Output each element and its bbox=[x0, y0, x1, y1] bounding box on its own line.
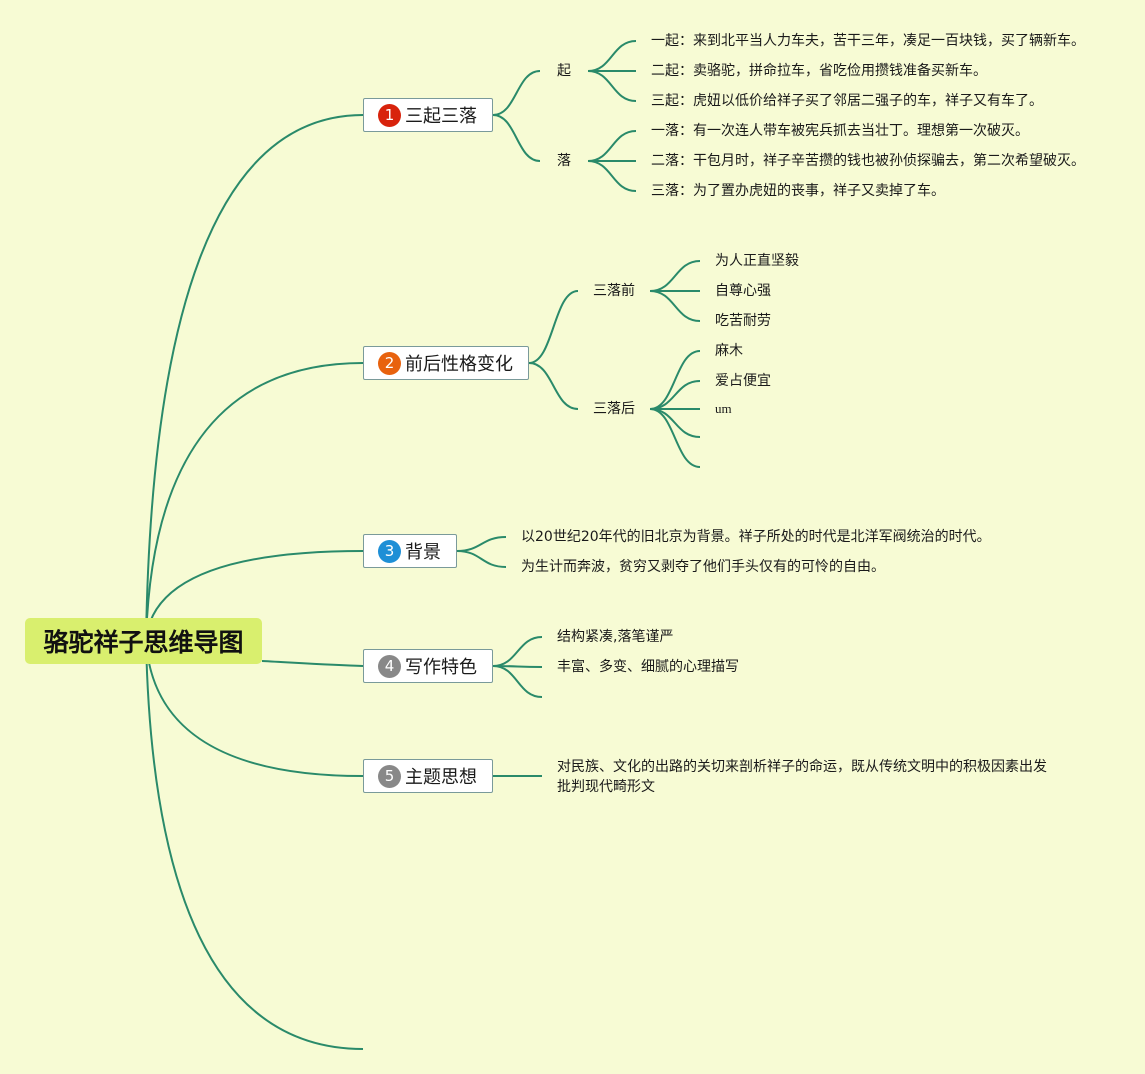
leaf-before-1[interactable]: 为人正直坚毅 bbox=[715, 253, 799, 269]
leaf-connector bbox=[649, 290, 701, 322]
topic-character-change[interactable]: 2 前后性格变化 bbox=[363, 346, 529, 380]
leaf-rise-1[interactable]: 一起：来到北平当人力车夫，苦干三年，凑足一百块钱，买了辆新车。 bbox=[651, 33, 1085, 49]
root-topic[interactable]: 骆驼祥子思维导图 bbox=[25, 618, 262, 664]
leaf-background-2[interactable]: 为生计而奔波，贫穷又剥夺了他们手头仅有的可怜的自由。 bbox=[521, 559, 885, 575]
leaf-connector bbox=[456, 536, 507, 552]
leaf-connector bbox=[492, 636, 543, 667]
leaf-writing-1[interactable]: 结构紧凑,落笔谨严 bbox=[557, 629, 674, 645]
topic-theme[interactable]: 5 主题思想 bbox=[363, 759, 493, 793]
leaf-connector bbox=[456, 550, 507, 568]
leaf-rise-2[interactable]: 二起：卖骆驼，拼命拉车，省吃俭用攒钱准备买新车。 bbox=[651, 63, 987, 79]
leaf-connector bbox=[649, 350, 701, 410]
leaf-after-2[interactable]: 爱占便宜 bbox=[715, 373, 771, 389]
leaf-connector bbox=[492, 665, 543, 698]
leaf-after-1[interactable]: 麻木 bbox=[715, 343, 743, 359]
leaf-before-2[interactable]: 自尊心强 bbox=[715, 283, 771, 299]
topic-label: 写作特色 bbox=[405, 657, 477, 678]
topic-label: 背景 bbox=[405, 542, 441, 563]
number-badge-icon: 4 bbox=[378, 654, 401, 678]
root-connector bbox=[145, 362, 364, 641]
branch-connector bbox=[492, 70, 541, 116]
subtopic-before[interactable]: 三落前 bbox=[593, 283, 635, 299]
leaf-after-3[interactable]: um bbox=[715, 401, 732, 416]
leaf-connector bbox=[587, 40, 637, 72]
root-connector bbox=[145, 639, 364, 777]
leaf-connector bbox=[649, 408, 701, 438]
branch-connector bbox=[528, 290, 579, 364]
topic-writing-features[interactable]: 4 写作特色 bbox=[363, 649, 493, 683]
leaf-connector bbox=[649, 260, 701, 292]
root-title: 骆驼祥子思维导图 bbox=[43, 628, 244, 657]
root-connector bbox=[145, 114, 364, 641]
subtopic-rise[interactable]: 起 bbox=[557, 63, 571, 79]
number-badge-icon: 2 bbox=[378, 351, 401, 375]
number-badge-icon: 5 bbox=[378, 764, 401, 788]
subtopic-after[interactable]: 三落后 bbox=[593, 401, 635, 417]
number-badge-icon: 1 bbox=[378, 103, 401, 127]
leaf-writing-2[interactable]: 丰富、多变、细腻的心理描写 bbox=[557, 659, 739, 675]
branch-connector bbox=[492, 114, 541, 162]
topic-label: 前后性格变化 bbox=[405, 354, 513, 375]
leaf-fall-3[interactable]: 三落：为了置办虎妞的丧事，祥子又卖掉了车。 bbox=[651, 183, 945, 199]
leaf-rise-3[interactable]: 三起：虎妞以低价给祥子买了邻居二强子的车，祥子又有车了。 bbox=[651, 93, 1043, 109]
topic-background[interactable]: 3 背景 bbox=[363, 534, 457, 568]
leaf-fall-1[interactable]: 一落：有一次连人带车被宪兵抓去当壮丁。理想第一次破灭。 bbox=[651, 123, 1029, 139]
leaf-connector bbox=[587, 160, 637, 192]
leaf-before-3[interactable]: 吃苦耐劳 bbox=[715, 313, 771, 329]
leaf-fall-2[interactable]: 二落：干包月时，祥子辛苦攒的钱也被孙侦探骗去，第二次希望破灭。 bbox=[651, 153, 1085, 169]
branch-connector bbox=[528, 362, 579, 410]
root-connector bbox=[261, 660, 364, 667]
leaf-connector bbox=[649, 380, 701, 410]
leaf-connector bbox=[587, 70, 637, 102]
leaf-connector bbox=[587, 130, 637, 162]
topic-label: 主题思想 bbox=[405, 767, 477, 788]
leaf-connector bbox=[649, 408, 701, 468]
root-connector bbox=[145, 639, 364, 1050]
subtopic-fall[interactable]: 落 bbox=[557, 153, 571, 169]
leaf-theme-1[interactable]: 对民族、文化的出路的关切来剖析祥子的命运，既从传统文明中的积极因素出发批判现代畸… bbox=[557, 759, 1047, 795]
topic-label: 三起三落 bbox=[405, 106, 477, 127]
leaf-background-1[interactable]: 以20世纪20年代的旧北京为背景。祥子所处的时代是北洋军阀统治的时代。 bbox=[521, 529, 991, 545]
topic-three-rises-falls[interactable]: 1 三起三落 bbox=[363, 98, 493, 132]
number-badge-icon: 3 bbox=[378, 539, 401, 563]
